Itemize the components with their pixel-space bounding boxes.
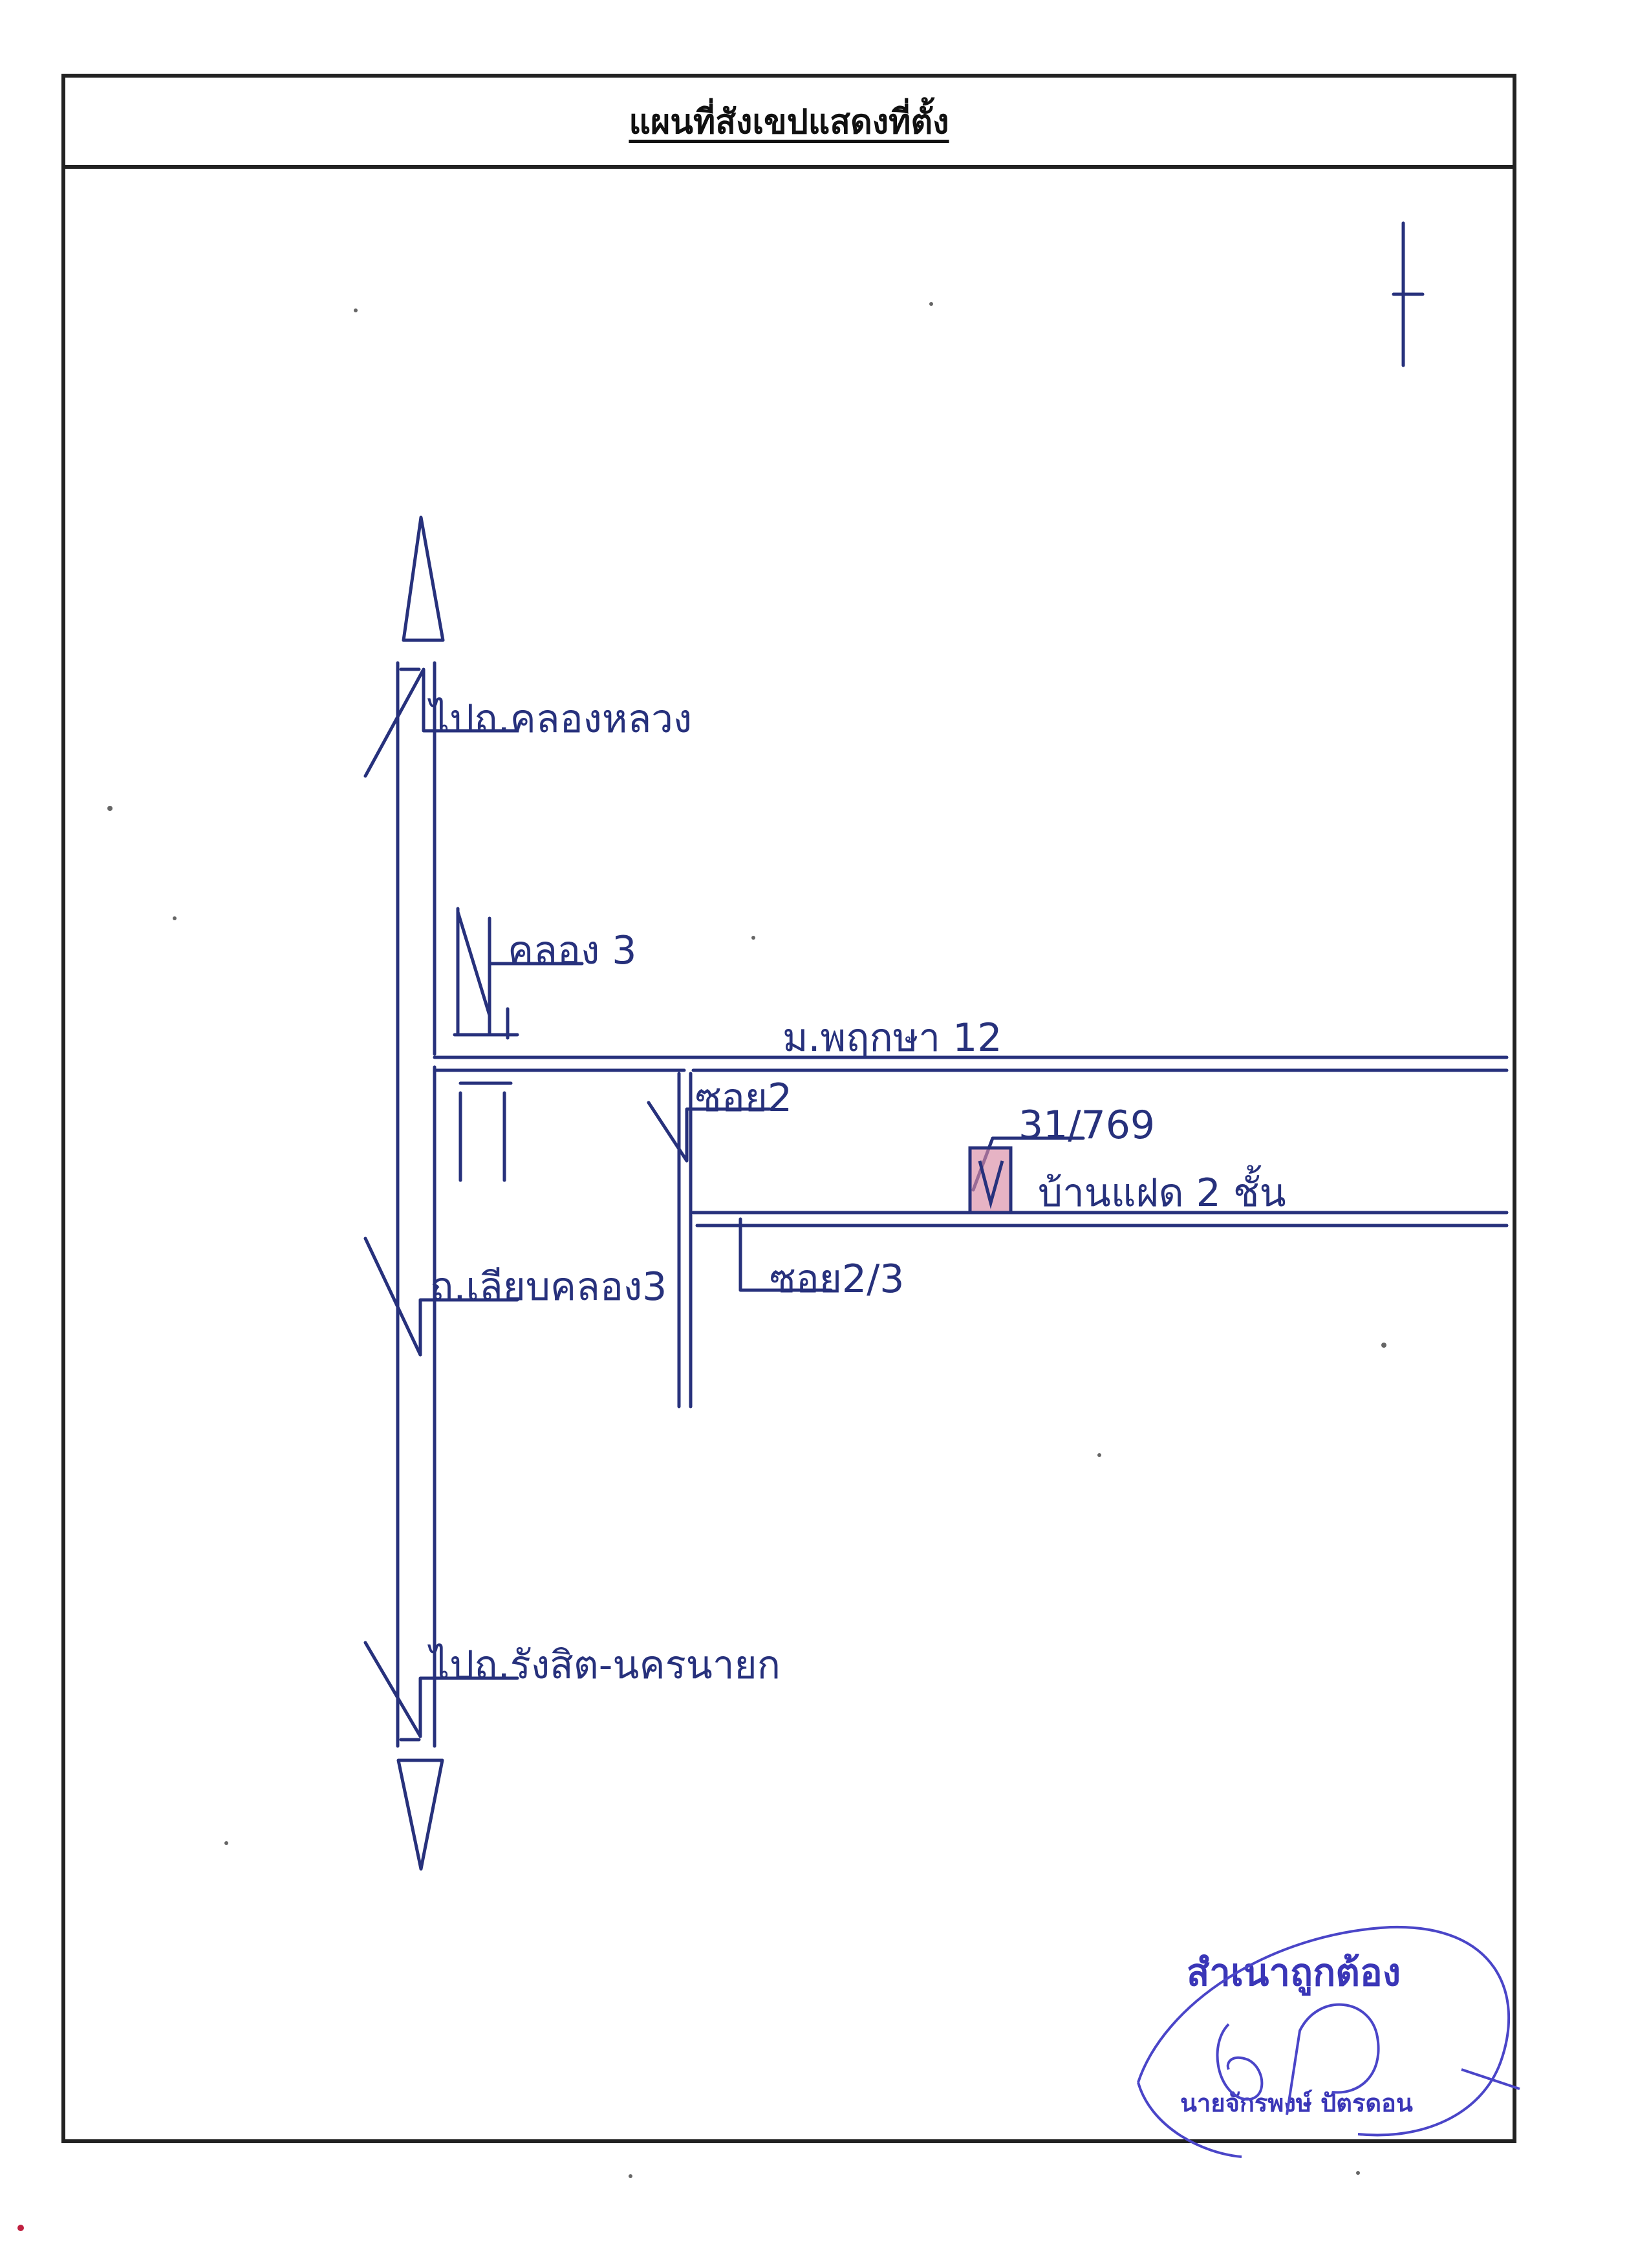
arrow-down-icon	[396, 1758, 444, 1871]
label-riab-khlong-3: ถ.เลียบคลอง3	[430, 1264, 667, 1310]
stamp-text: สำเนาถูกต้อง	[1187, 1950, 1401, 1996]
label-house-number: 31/769	[1018, 1103, 1155, 1148]
label-to-rangsit: ไปถ.รังสิต-นครนายก	[427, 1643, 781, 1688]
label-house-description: บ้านแฝด 2 ชั้น	[1038, 1165, 1286, 1216]
main-road	[396, 661, 436, 1748]
map-frame: แผนที่สังเขปแสดงที่ตั้ง	[61, 74, 1516, 2143]
village-road	[433, 1055, 1509, 1072]
page-title: แผนที่สังเขปแสดงที่ตั้ง	[629, 102, 949, 142]
soi-2-3-road	[691, 1211, 1509, 1227]
scan-noise	[17, 302, 1386, 2231]
north-arrow-icon	[1392, 221, 1425, 367]
handwritten-signature	[1137, 1925, 1520, 2158]
label-khlong-3: คลอง 3	[508, 928, 636, 973]
soi-2-road	[677, 1072, 693, 1409]
certification-stamp: สำเนาถูกต้อง นายจักรพงษ์ ปัตรดอน	[1137, 1925, 1520, 2158]
house-marker	[968, 1146, 1013, 1215]
label-to-khlong-luang: ไปถ.คลองหลวง	[427, 697, 692, 742]
label-village-name: ม.พฤกษา 12	[782, 1015, 1002, 1061]
arrow-up-icon	[402, 515, 445, 642]
label-soi-2: ซอย2	[695, 1075, 792, 1121]
leader-lines	[363, 667, 1085, 1738]
title-bar: แผนที่สังเขปแสดงที่ตั้ง	[65, 78, 1513, 169]
stamp-name: นายจักรพงษ์ ปัตรดอน	[1180, 2089, 1413, 2117]
label-soi-2-3: ซอย2/3	[770, 1257, 904, 1302]
